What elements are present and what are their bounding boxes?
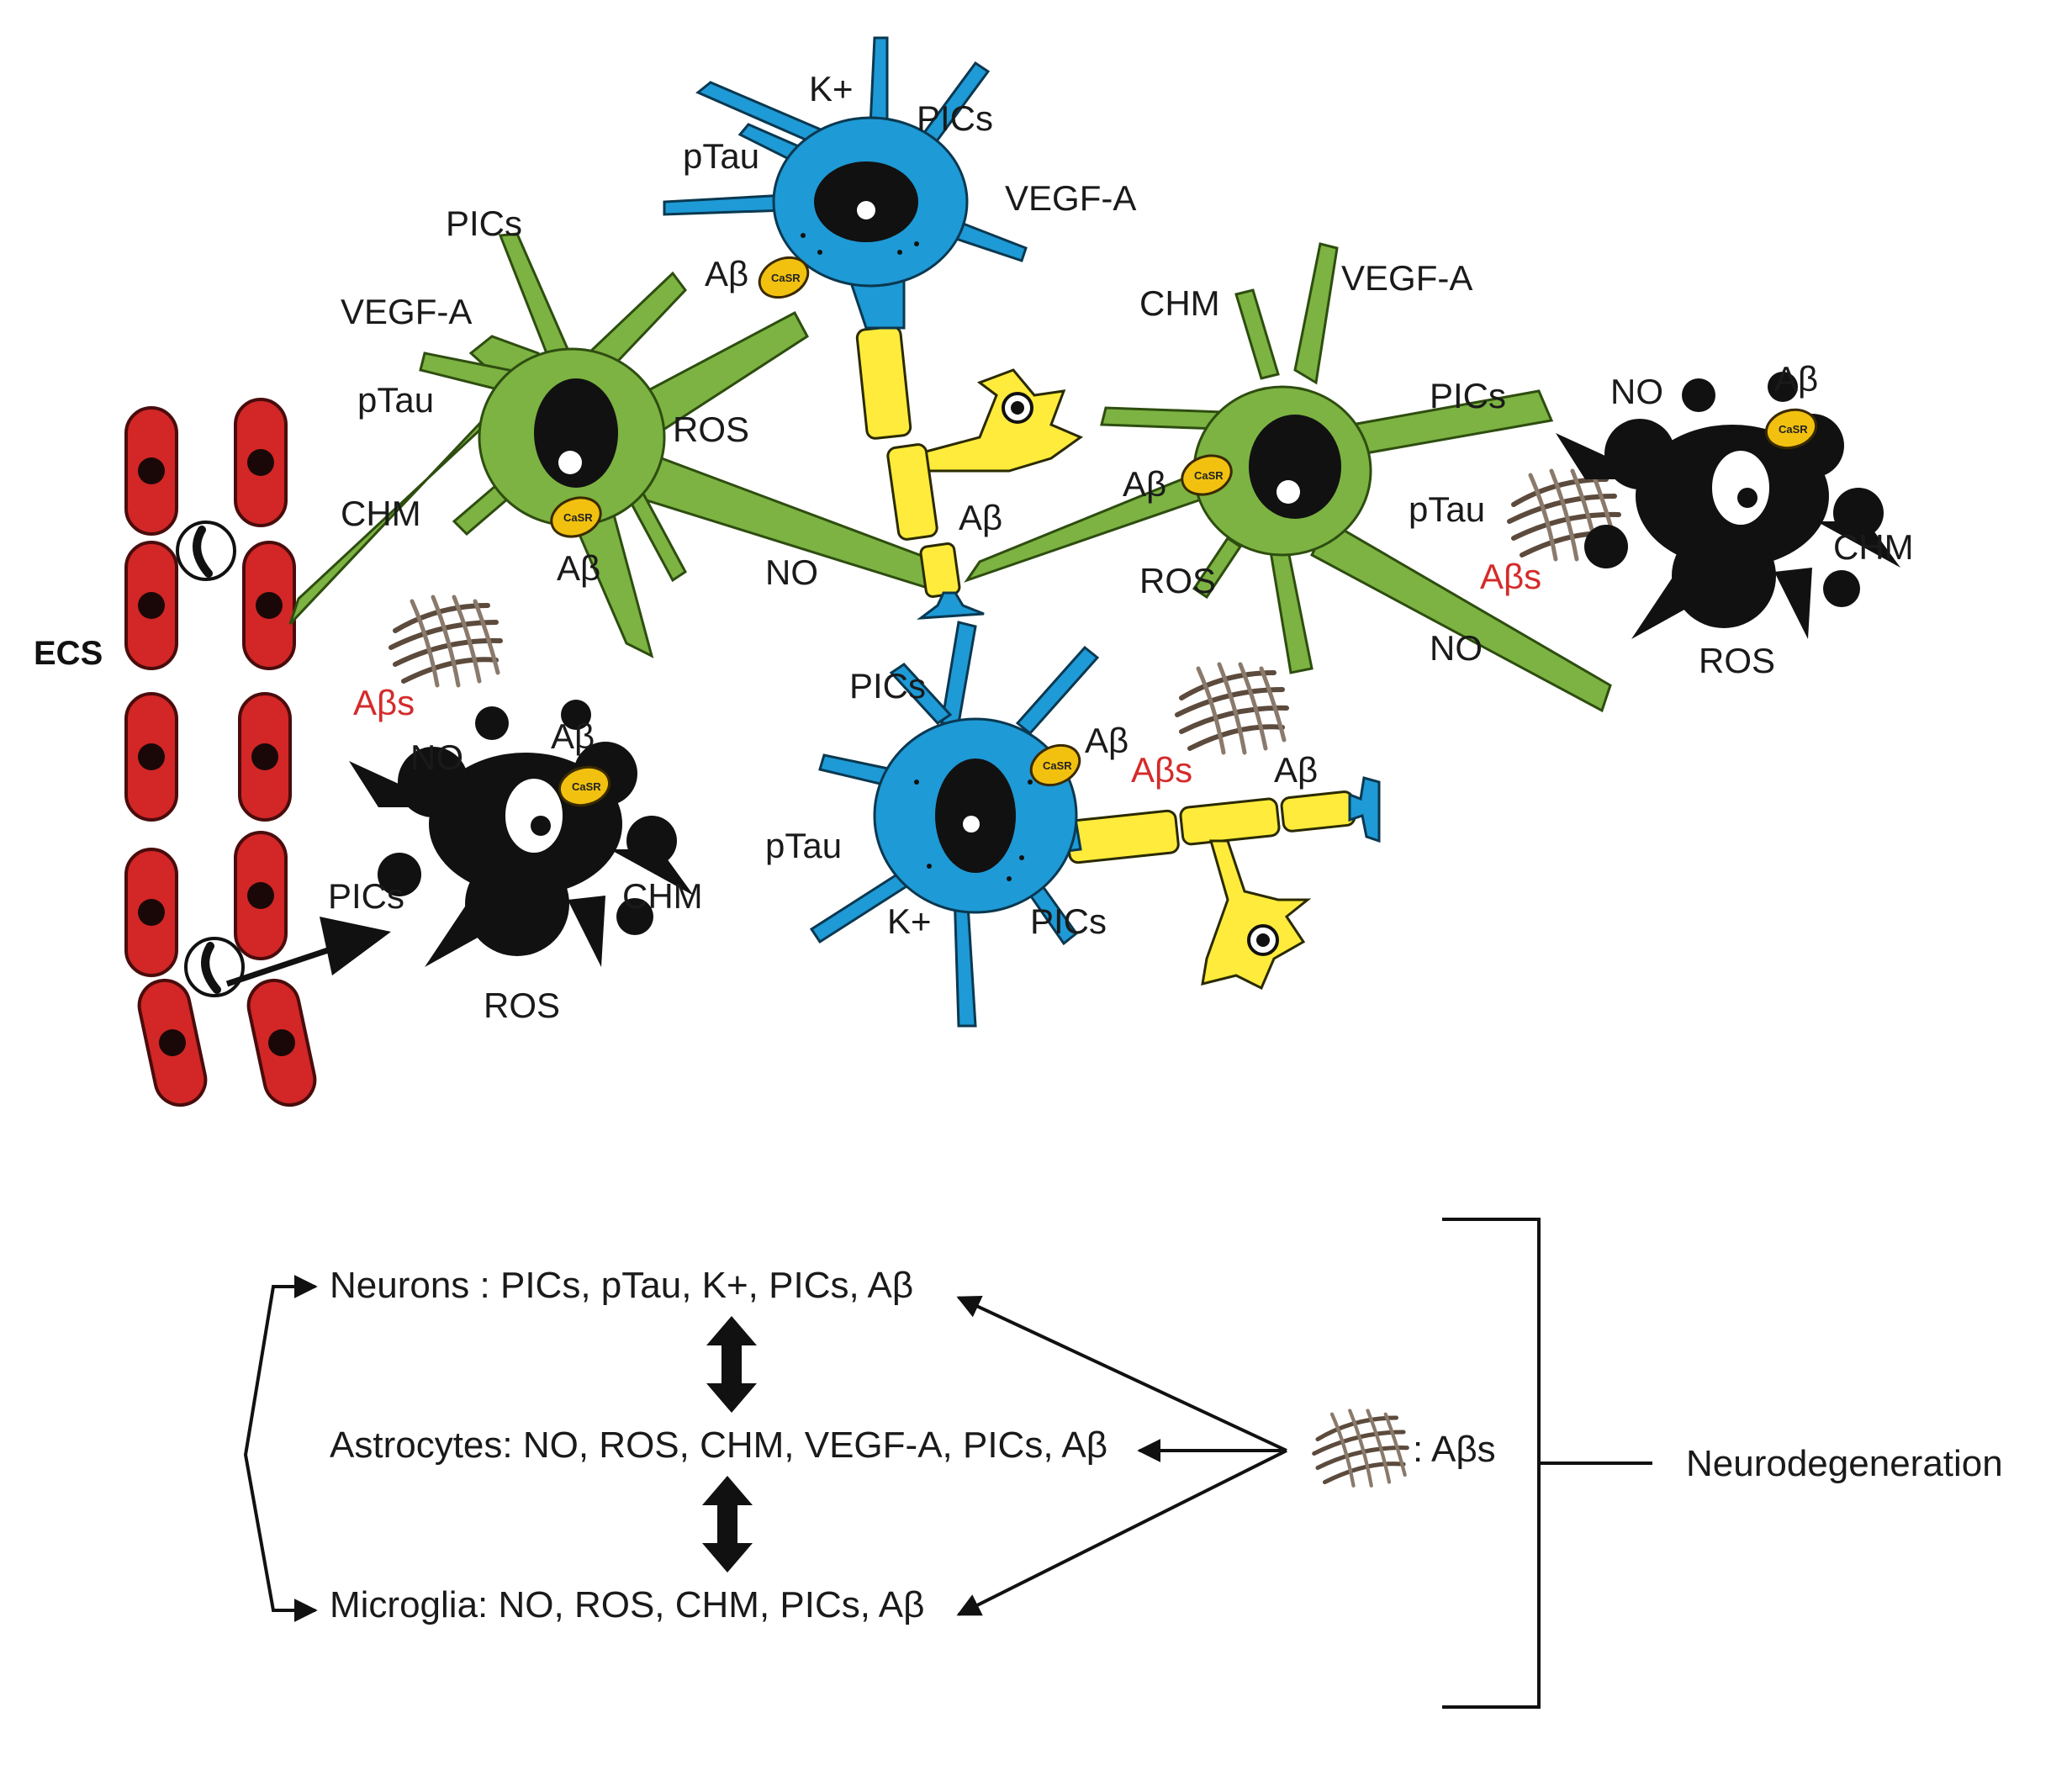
microglia-cell-icon (1554, 370, 1902, 641)
red-blood-cell-icon (238, 692, 292, 822)
neuron-bottom-k: K+ (887, 901, 932, 941)
svg-text:CaSR: CaSR (1043, 759, 1072, 772)
astro-right-vegf: VEGF-A (1341, 258, 1472, 298)
neuron-cell-icon (663, 36, 1028, 330)
astro-right-pics: PICs (1430, 376, 1506, 415)
micro-left-no: NO (410, 737, 463, 777)
microglia-cell-icon (347, 698, 695, 969)
legend-astrocytes: Astrocytes: NO, ROS, CHM, VEGF-A, PICs, … (330, 1424, 1107, 1466)
microglia-left: CaSR Aβs NO Aβ CHM PICs ROS (328, 683, 703, 1025)
casr-receptor-icon: CaSR (544, 489, 608, 545)
neuron-top-ptau: pTau (683, 136, 759, 176)
legend-neurons: Neurons : PICs, pTau, K+, PICs, Aβ (330, 1265, 913, 1306)
svg-text:CaSR: CaSR (572, 780, 601, 793)
svg-text:CaSR: CaSR (1779, 423, 1808, 436)
amyloid-fibril-mesh-icon (1314, 1411, 1408, 1486)
micro-left-abetas: Aβs (353, 683, 415, 722)
astro-right-no: NO (1430, 628, 1483, 668)
astro-right-ros: ROS (1139, 561, 1216, 600)
astrocyte-right: CaSR CHM VEGF-A PICs Aβ pTau ROS NO (964, 242, 1612, 713)
legend-microglia: Microglia: NO, ROS, CHM, PICs, Aβ (330, 1584, 924, 1625)
neuron-bottom-abeta: Aβ (1085, 721, 1128, 760)
micro-left-abeta: Aβ (551, 716, 595, 756)
micro-right-abetas: Aβs (1480, 557, 1541, 596)
amyloid-fibril-mesh-icon (391, 597, 500, 685)
svg-text:CaSR: CaSR (1194, 469, 1224, 482)
legend-abetas: : Aβs (1413, 1429, 1496, 1470)
red-blood-cell-icon (242, 541, 296, 670)
axon-top (855, 325, 985, 620)
neuron-bottom-pics-bottom: PICs (1030, 901, 1107, 941)
transmigrating-monocyte-icon (176, 521, 236, 581)
summary-legend: Neurons : PICs, pTau, K+, PICs, Aβ Astro… (243, 1218, 2003, 1709)
neuron-top-pics: PICs (917, 98, 993, 138)
legend-outcome: Neurodegeneration (1686, 1443, 2003, 1484)
oligodendrocyte-cell-icon (1201, 839, 1312, 991)
neuron-bottom-abeta-axon: Aβ (1274, 750, 1318, 790)
astrocyte-cell-icon (964, 242, 1612, 713)
astro-right-abeta: Aβ (1123, 464, 1166, 504)
neuron-top-abeta: Aβ (705, 254, 748, 293)
astro-left-pics: PICs (446, 204, 522, 243)
svg-text:CaSR: CaSR (563, 511, 593, 524)
axon-abeta: Aβ (959, 498, 1002, 537)
micro-left-ros: ROS (484, 986, 560, 1025)
casr-receptor-icon: CaSR (1023, 736, 1087, 795)
neuron-astrocyte-double-arrow (706, 1316, 757, 1413)
red-blood-cell-icon (124, 848, 178, 977)
astro-left-ptau: pTau (357, 380, 434, 420)
red-blood-cell-icon (242, 974, 321, 1112)
micro-right-ros: ROS (1699, 641, 1775, 680)
casr-receptor-icon: CaSR (752, 248, 816, 307)
micro-right-chm: CHM (1833, 527, 1914, 567)
micro-right-abeta: Aβ (1774, 359, 1818, 399)
astro-left-chm: CHM (341, 494, 421, 533)
red-blood-cell-icon (124, 692, 178, 822)
neuron-bottom: CaSR PICs Aβ Aβs Aβ pTau K+ PICs (765, 621, 1381, 1028)
neurodegeneration-bracket (1442, 1218, 1652, 1709)
svg-text:CaSR: CaSR (771, 272, 801, 284)
casr-receptor-icon: CaSR (1175, 447, 1239, 503)
astro-left-vegf: VEGF-A (341, 292, 472, 331)
casr-receptor-icon: CaSR (1760, 403, 1822, 455)
micro-right-no: NO (1610, 372, 1663, 411)
amyloid-fibril-mesh-icon (1177, 664, 1287, 753)
blood-vessel: ECS (34, 398, 391, 1112)
astrocyte-cell-icon (288, 232, 945, 658)
red-blood-cell-icon (124, 406, 178, 536)
astro-left-no: NO (765, 552, 818, 592)
casr-receptor-icon: CaSR (553, 760, 616, 812)
astrocyte-left: CaSR PICs VEGF-A pTau ROS CHM Aβ NO (288, 204, 945, 658)
feedback-bracket-left (243, 1275, 318, 1622)
neuron-top: CaSR K+ PICs pTau VEGF-A Aβ Aβ (663, 36, 1136, 620)
neuron-top-k: K+ (809, 69, 854, 108)
neuron-top-vegf: VEGF-A (1005, 178, 1136, 218)
red-blood-cell-icon (133, 974, 212, 1112)
axon-bottom (1065, 776, 1381, 864)
neuron-bottom-ptau: pTau (765, 826, 842, 865)
neuron-bottom-abetas: Aβs (1131, 750, 1192, 790)
micro-left-chm: CHM (622, 876, 703, 916)
transmigrating-monocyte-icon (184, 937, 245, 997)
astro-left-ros: ROS (673, 410, 749, 449)
astro-right-ptau: pTau (1409, 489, 1485, 529)
abeta-effect-arrows (956, 1295, 1287, 1616)
micro-left-pics: PICs (328, 876, 404, 916)
ecs-label: ECS (34, 635, 103, 672)
astrocyte-microglia-double-arrow (702, 1476, 753, 1572)
red-blood-cell-icon (124, 541, 178, 670)
neuron-cell-icon (809, 621, 1100, 1028)
red-blood-cell-icon (234, 398, 288, 527)
astro-right-chm: CHM (1139, 283, 1220, 323)
oligodendrocyte-cell-icon (914, 368, 1084, 473)
red-blood-cell-icon (234, 831, 288, 960)
microglia-right: CaSR NO Aβ CHM ROS Aβs (1480, 359, 1914, 680)
astro-left-abeta: Aβ (557, 548, 600, 588)
neuron-bottom-pics-top: PICs (849, 666, 926, 706)
infiltration-arrow (225, 917, 391, 987)
